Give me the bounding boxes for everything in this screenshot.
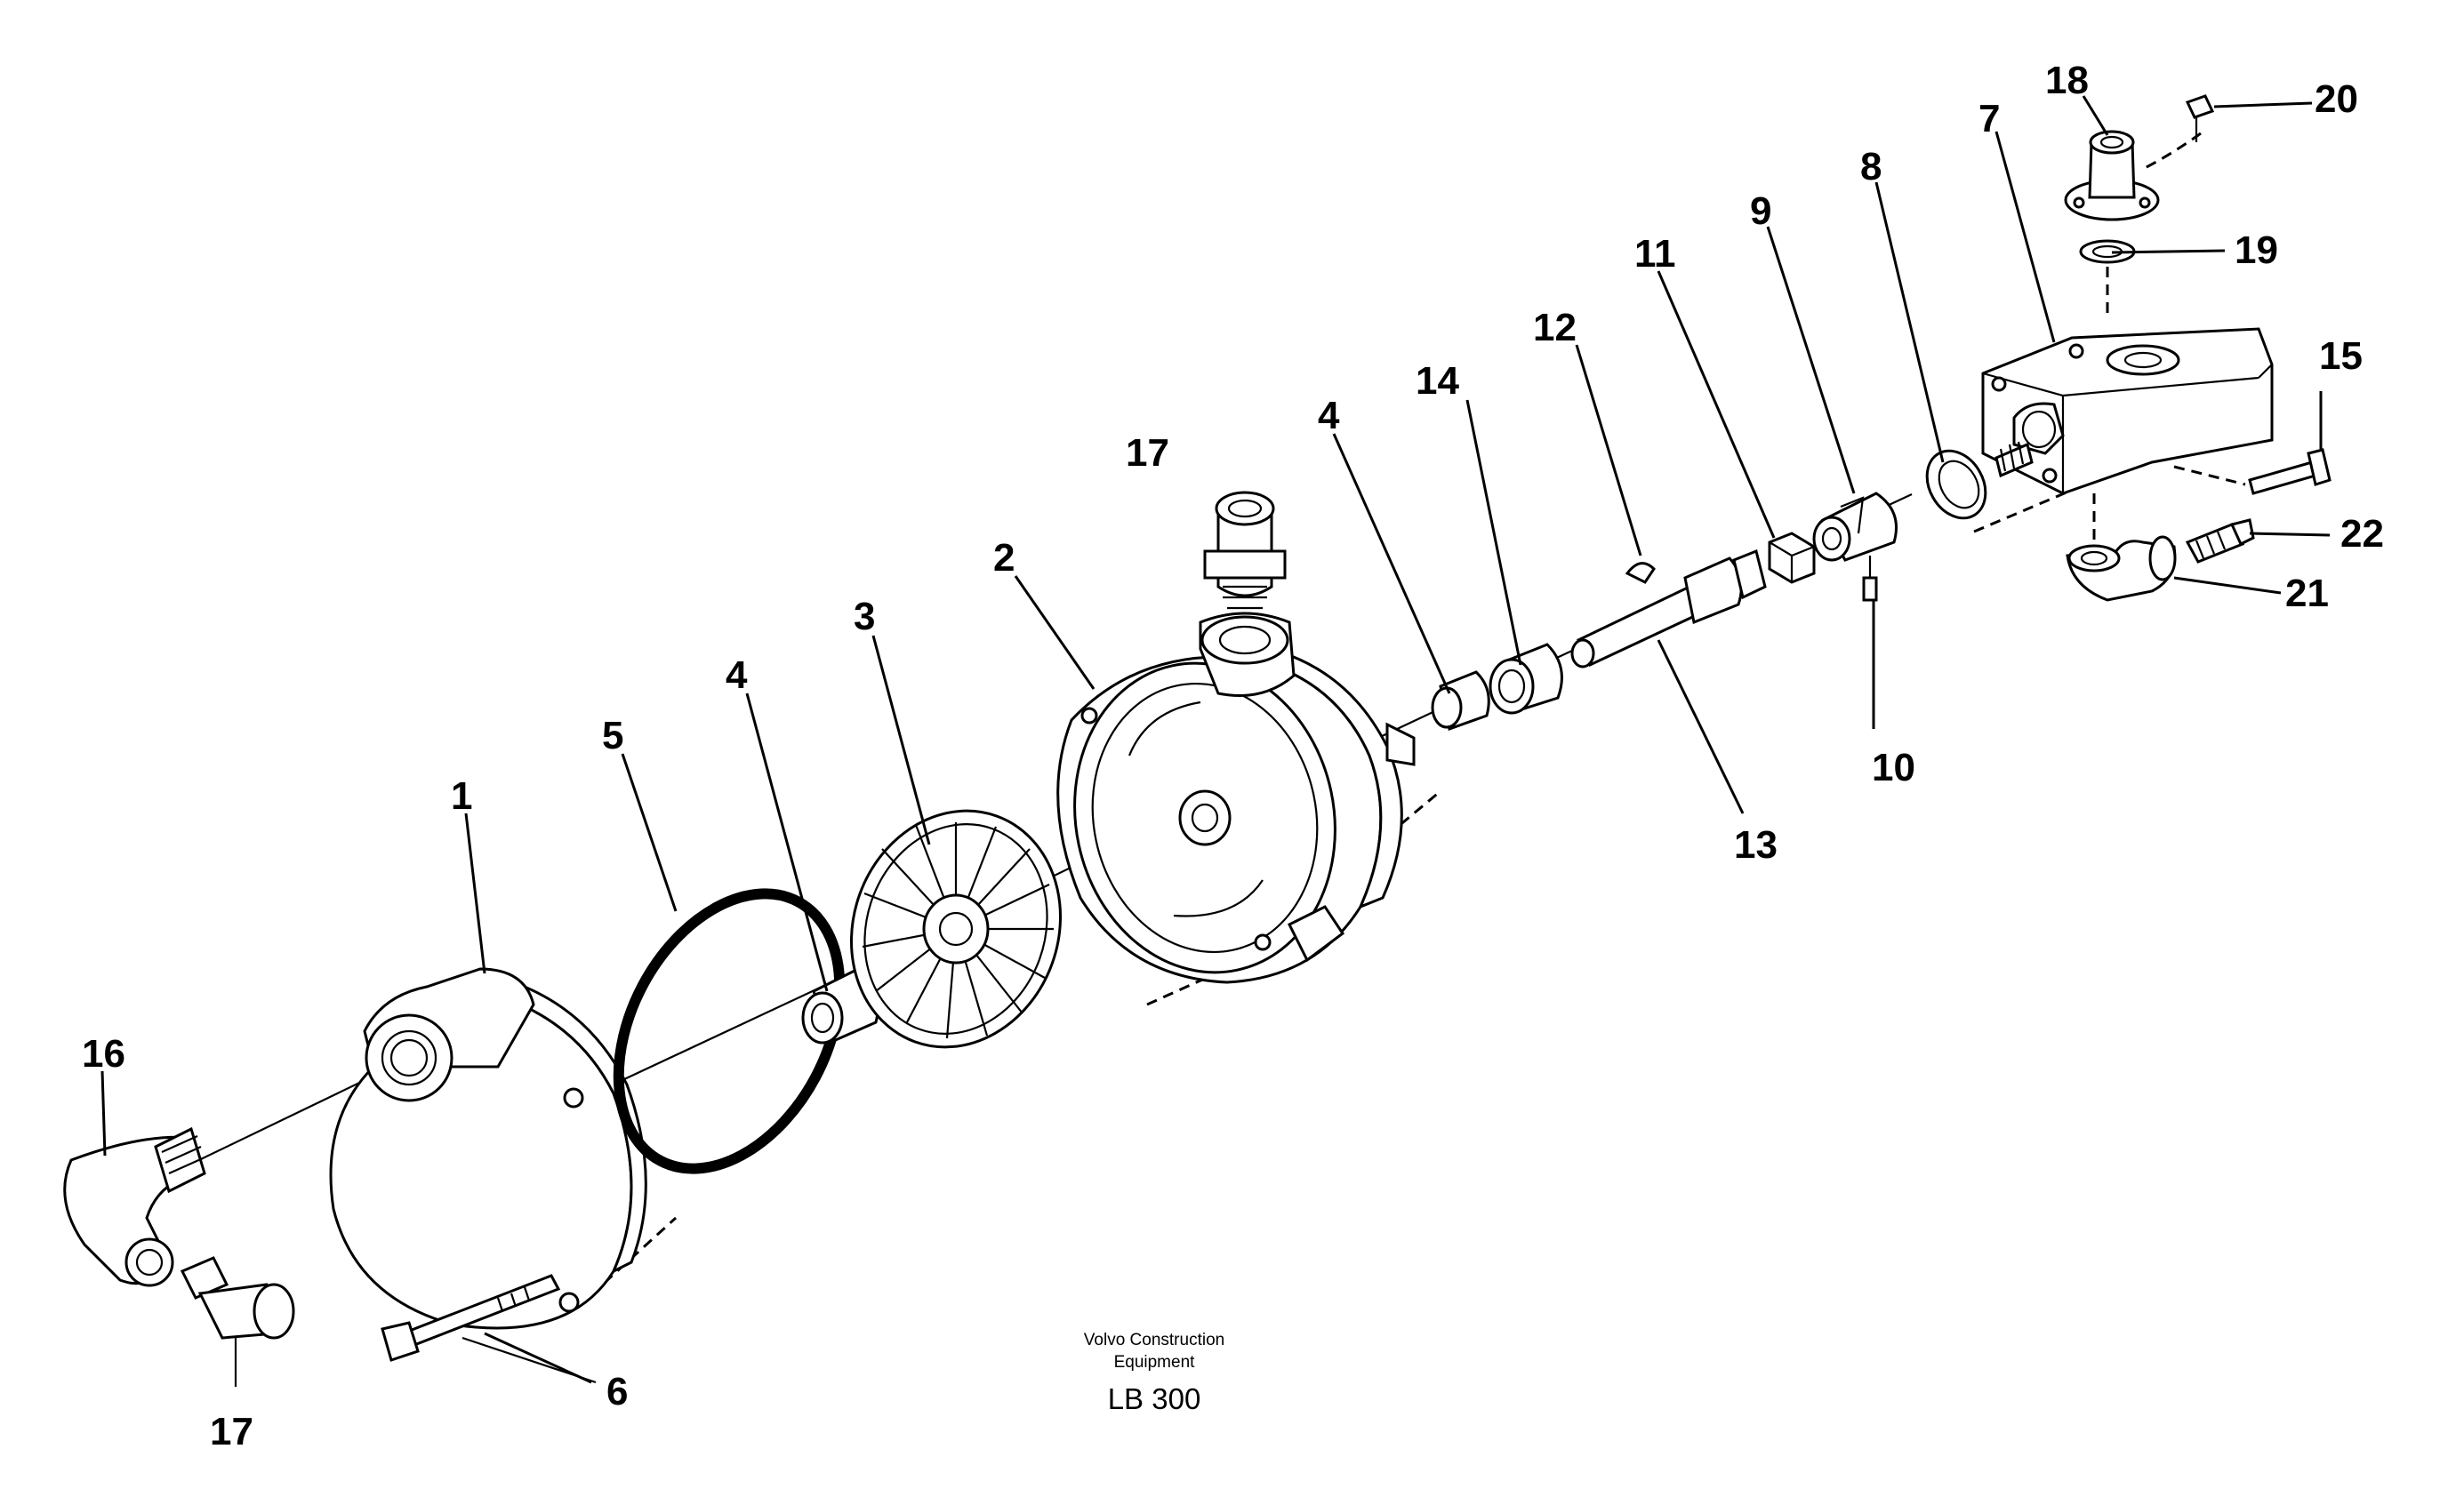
shaft-part-13: [1570, 548, 1767, 668]
dashed-axis-housing: [1973, 483, 2086, 533]
bushing-part-4-upper: [1431, 670, 1490, 731]
flange-nut-part-18: [2064, 130, 2160, 221]
dashed-line-screw-15: [2173, 465, 2246, 486]
housing-part-7: [1981, 327, 2274, 495]
dashed-axis-body-right: [1386, 789, 1441, 837]
callout-17-lower: 17: [210, 1410, 253, 1453]
callout-21: 21: [2285, 572, 2329, 615]
caption-model-code: LB 300: [1108, 1382, 1201, 1415]
callout-3: 3: [854, 595, 875, 638]
set-screw-part-10: [1862, 556, 1878, 602]
screw-part-15: [2248, 448, 2332, 495]
elbow-part-21: [2066, 535, 2177, 602]
caption-company-line2: Equipment: [1114, 1353, 1196, 1372]
callout-10: 10: [1872, 746, 1915, 789]
callout-17-upper: 17: [1126, 431, 1169, 475]
nipple-part-17-lower: [180, 1256, 295, 1387]
callout-5: 5: [602, 714, 623, 757]
callout-14: 14: [1416, 359, 1459, 403]
callout-1: 1: [451, 774, 472, 818]
key-part-12: [1625, 562, 1656, 584]
axis-line-cover-ring: [622, 981, 832, 1081]
caption-company-line1: Volvo Construction: [1084, 1331, 1224, 1349]
callout-22: 22: [2340, 512, 2384, 556]
callout-2: 2: [993, 536, 1015, 580]
elbow-fitting-part-16: [63, 1126, 206, 1287]
screw-part-6: [381, 1274, 597, 1384]
callout-4-lower: 4: [726, 653, 748, 697]
dashed-line-screw-20: [2142, 132, 2202, 171]
callout-6: 6: [606, 1370, 628, 1413]
o-ring-part-5: [613, 888, 846, 1174]
seal-ring-part-8: [1925, 449, 1987, 520]
impeller-part-3: [849, 809, 1063, 1049]
callout-16: 16: [82, 1032, 125, 1076]
callout-18: 18: [2045, 59, 2089, 102]
callout-labels: 1 2 3 4 4 5 6 7 8 9 10 11 12 13 14 15 16…: [82, 59, 2384, 1453]
nipple-part-22: [2185, 518, 2255, 564]
nipple-part-17-upper: [1203, 491, 1287, 610]
callout-12: 12: [1533, 306, 1577, 349]
coupling-part-9: [1812, 492, 1898, 562]
coupling-block-part-11: [1768, 532, 1816, 584]
callout-11: 11: [1634, 232, 1676, 276]
callout-9: 9: [1750, 189, 1771, 233]
pump-body-part-2: [1056, 612, 1416, 984]
pump-cover-part-1: [329, 967, 647, 1330]
callout-13: 13: [1734, 823, 1778, 867]
callout-7: 7: [1978, 97, 2000, 140]
callout-8: 8: [1860, 145, 1882, 188]
callout-4-upper: 4: [1318, 394, 1340, 437]
caption: Volvo Construction Equipment LB 300: [1084, 1331, 1224, 1415]
callout-19: 19: [2235, 228, 2278, 272]
callout-15: 15: [2319, 334, 2363, 378]
callout-20: 20: [2315, 77, 2358, 121]
bearing-part-14: [1489, 643, 1563, 715]
leader-lines: [100, 95, 2331, 1384]
